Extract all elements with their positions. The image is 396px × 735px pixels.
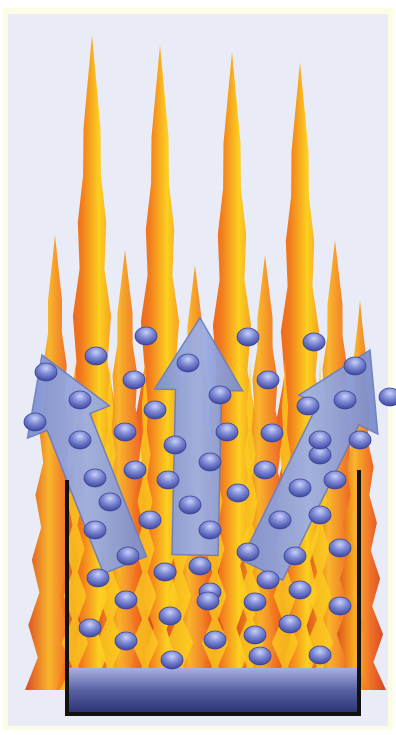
gas-particle-icon	[269, 511, 291, 529]
gas-particle-icon	[154, 563, 176, 581]
gas-particle-icon	[124, 461, 146, 479]
gas-particle-icon	[85, 347, 107, 365]
gas-particle-icon	[249, 647, 271, 665]
gas-particle-icon	[334, 391, 356, 409]
gas-particle-icon	[84, 469, 106, 487]
gas-particle-icon	[257, 571, 279, 589]
gas-particle-icon	[329, 539, 351, 557]
gas-particle-icon	[199, 453, 221, 471]
gas-particle-icon	[157, 471, 179, 489]
gas-particle-icon	[237, 543, 259, 561]
gas-particle-icon	[329, 597, 351, 615]
gas-particle-icon	[114, 423, 136, 441]
gas-particle-icon	[79, 619, 101, 637]
gas-particle-icon	[209, 386, 231, 404]
gas-particle-icon	[144, 401, 166, 419]
gas-particle-icon	[139, 511, 161, 529]
gas-particle-icon	[284, 547, 306, 565]
gas-particle-icon	[159, 607, 181, 625]
gas-particle-icon	[199, 521, 221, 539]
gas-particle-icon	[99, 493, 121, 511]
gas-particle-icon	[117, 547, 139, 565]
gas-particle-icon	[309, 506, 331, 524]
gas-particle-icon	[227, 484, 249, 502]
gas-particle-icon	[309, 646, 331, 664]
gas-particle-icon	[289, 581, 311, 599]
liquid-layer	[68, 668, 358, 712]
gas-particle-icon	[349, 431, 371, 449]
gas-particle-icon	[309, 431, 331, 449]
gas-particle-icon	[189, 557, 211, 575]
gas-particle-icon	[279, 615, 301, 633]
gas-particle-icon	[87, 569, 109, 587]
gas-particle-icon	[69, 431, 91, 449]
gas-particle-icon	[115, 632, 137, 650]
gas-particle-icon	[135, 327, 157, 345]
gas-particle-icon	[244, 593, 266, 611]
gas-particle-icon	[161, 651, 183, 669]
gas-particle-icon	[84, 521, 106, 539]
gas-particle-icon	[216, 423, 238, 441]
gas-particle-icon	[261, 424, 283, 442]
gas-particle-icon	[179, 496, 201, 514]
gas-particle-icon	[254, 461, 276, 479]
gas-particle-icon	[297, 397, 319, 415]
gas-particle-icon	[257, 371, 279, 389]
gas-particle-icon	[164, 436, 186, 454]
gas-particle-icon	[177, 354, 199, 372]
gas-particle-icon	[244, 626, 266, 644]
gas-particle-icon	[303, 333, 325, 351]
gas-particle-icon	[204, 631, 226, 649]
gas-particle-icon	[379, 388, 396, 406]
gas-particle-icon	[35, 363, 57, 381]
gas-particle-icon	[289, 479, 311, 497]
gas-particle-icon	[69, 391, 91, 409]
gas-particle-icon	[237, 328, 259, 346]
gas-particle-icon	[344, 357, 366, 375]
gas-particle-icon	[197, 592, 219, 610]
gas-particle-icon	[324, 471, 346, 489]
gas-particle-icon	[123, 371, 145, 389]
gas-particle-icon	[115, 591, 137, 609]
gas-particle-icon	[24, 413, 46, 431]
